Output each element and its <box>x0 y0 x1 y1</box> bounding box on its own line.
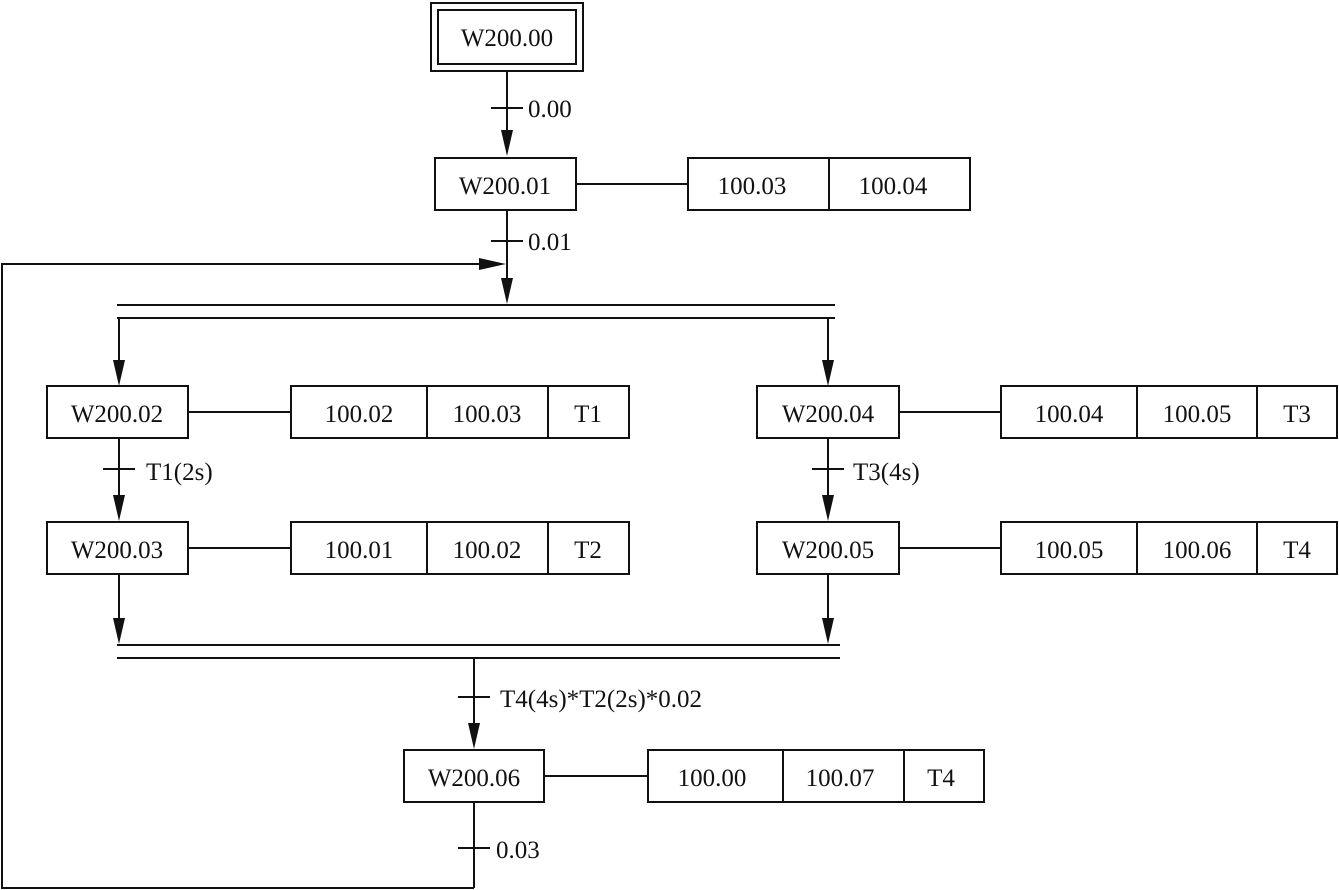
action-output: 100.04 <box>1035 401 1104 428</box>
action-output: 100.05 <box>1163 401 1232 428</box>
step-label-w200-03: W200.03 <box>71 537 163 564</box>
transition-label-t3: T3(4s) <box>853 459 920 486</box>
action-timer: T1 <box>574 401 602 428</box>
action-block-w200-03: 100.01 100.02 T2 <box>290 521 630 575</box>
step-label-w200-04: W200.04 <box>782 401 875 428</box>
action-output-100-03: 100.03 <box>718 173 787 200</box>
step-label-w200-06: W200.06 <box>428 765 520 792</box>
loop-back-line <box>1 258 506 889</box>
step-w200-06[interactable]: W200.06 <box>403 749 545 803</box>
action-output: 100.02 <box>325 401 394 428</box>
action-block-w200-02: 100.02 100.03 T1 <box>290 385 630 439</box>
action-timer: T2 <box>574 537 602 564</box>
action-timer: T4 <box>1283 537 1311 564</box>
action-timer: T4 <box>927 765 955 792</box>
action-output: 100.00 <box>678 765 747 792</box>
step-label-w200-01: W200.01 <box>459 173 551 200</box>
transition-0-03: 0.03 <box>458 802 540 888</box>
transition-label-0-00: 0.00 <box>528 96 572 123</box>
transition-label-t4-t2-0-02: T4(4s)*T2(2s)*0.02 <box>500 686 702 713</box>
step-w200-01[interactable]: W200.01 <box>434 157 577 211</box>
initial-step-w200-00[interactable]: W200.00 <box>430 2 584 72</box>
transition-label-0-01: 0.01 <box>528 229 572 256</box>
step-w200-03[interactable]: W200.03 <box>46 521 189 575</box>
arrowhead <box>501 130 513 156</box>
transition-t1: T1(2s) <box>103 438 213 521</box>
step-w200-05[interactable]: W200.05 <box>756 521 900 575</box>
parallel-convergence <box>113 574 840 659</box>
arrowhead <box>501 278 513 304</box>
transition-label-t1: T1(2s) <box>146 459 213 486</box>
initial-step-label: W200.00 <box>461 25 553 52</box>
transition-0-00: 0.00 <box>491 71 572 156</box>
action-output: 100.05 <box>1035 537 1104 564</box>
action-output: 100.02 <box>453 537 522 564</box>
transition-t3: T3(4s) <box>812 438 920 521</box>
transition-label-0-03: 0.03 <box>496 837 540 864</box>
action-block-w200-06: 100.00 100.07 T4 <box>647 749 985 803</box>
action-output: 100.03 <box>453 401 522 428</box>
step-w200-04[interactable]: W200.04 <box>756 385 900 439</box>
transition-0-01: 0.01 <box>491 210 572 304</box>
step-label-w200-05: W200.05 <box>782 537 874 564</box>
step-w200-02[interactable]: W200.02 <box>46 385 189 439</box>
action-block-w200-05: 100.05 100.06 T4 <box>1000 521 1338 575</box>
action-output-100-04: 100.04 <box>859 173 928 200</box>
action-timer: T3 <box>1283 401 1311 428</box>
step-label-w200-02: W200.02 <box>71 401 163 428</box>
transition-t4-t2-0-02: T4(4s)*T2(2s)*0.02 <box>458 658 702 749</box>
action-output: 100.06 <box>1163 537 1232 564</box>
action-output: 100.01 <box>325 537 394 564</box>
parallel-divergence <box>113 304 835 386</box>
action-block-w200-04: 100.04 100.05 T3 <box>1000 385 1338 439</box>
action-output: 100.07 <box>806 765 875 792</box>
action-block-w200-01: 100.03 100.04 <box>687 157 971 211</box>
